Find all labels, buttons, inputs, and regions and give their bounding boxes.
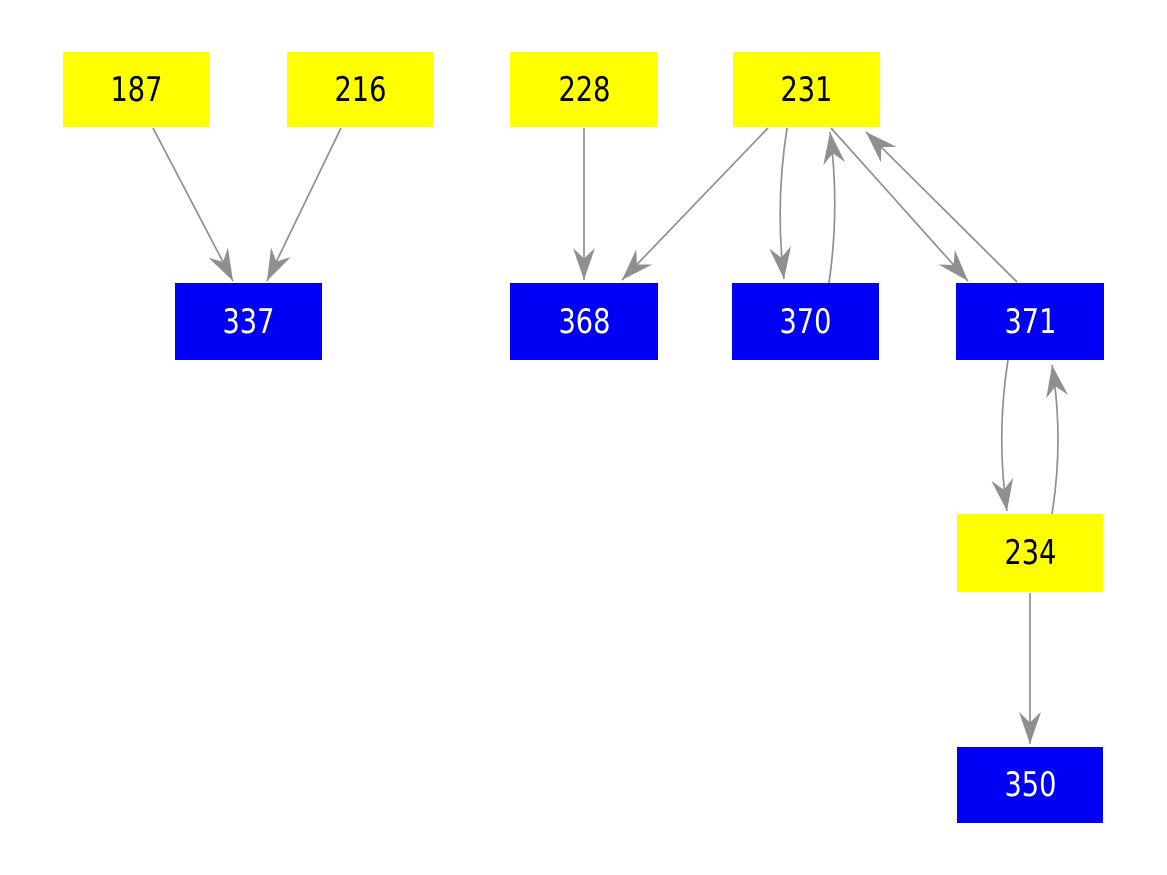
node-368: 368 [510, 283, 658, 360]
edge-371-to-231 [865, 131, 1018, 283]
edges-group [152, 127, 1068, 744]
node-label-228: 228 [558, 69, 610, 110]
node-370: 370 [732, 283, 879, 360]
node-216: 216 [287, 52, 434, 127]
node-350: 350 [957, 747, 1103, 823]
node-337: 337 [175, 283, 322, 360]
node-187: 187 [63, 52, 210, 127]
node-label-370: 370 [779, 301, 832, 342]
edge-370-to-231 [823, 131, 846, 284]
node-label-234: 234 [1004, 533, 1056, 573]
edge-231-to-368 [621, 127, 769, 281]
node-label-216: 216 [334, 69, 387, 110]
node-label-337: 337 [222, 301, 275, 342]
node-371: 371 [956, 283, 1104, 360]
node-label-368: 368 [558, 301, 610, 342]
node-label-371: 371 [1004, 301, 1056, 342]
node-231: 231 [733, 52, 880, 127]
node-228: 228 [510, 52, 658, 127]
edge-234-to-371 [1046, 364, 1068, 515]
node-label-187: 187 [110, 69, 163, 110]
edge-216-to-337 [266, 127, 342, 282]
node-234: 234 [957, 514, 1103, 592]
edge-371-to-234 [991, 359, 1014, 512]
edge-187-to-337 [152, 127, 234, 282]
node-label-231: 231 [780, 69, 833, 110]
edge-231-to-370 [769, 127, 792, 280]
node-label-350: 350 [1004, 765, 1056, 805]
edge-231-to-371 [830, 127, 969, 282]
